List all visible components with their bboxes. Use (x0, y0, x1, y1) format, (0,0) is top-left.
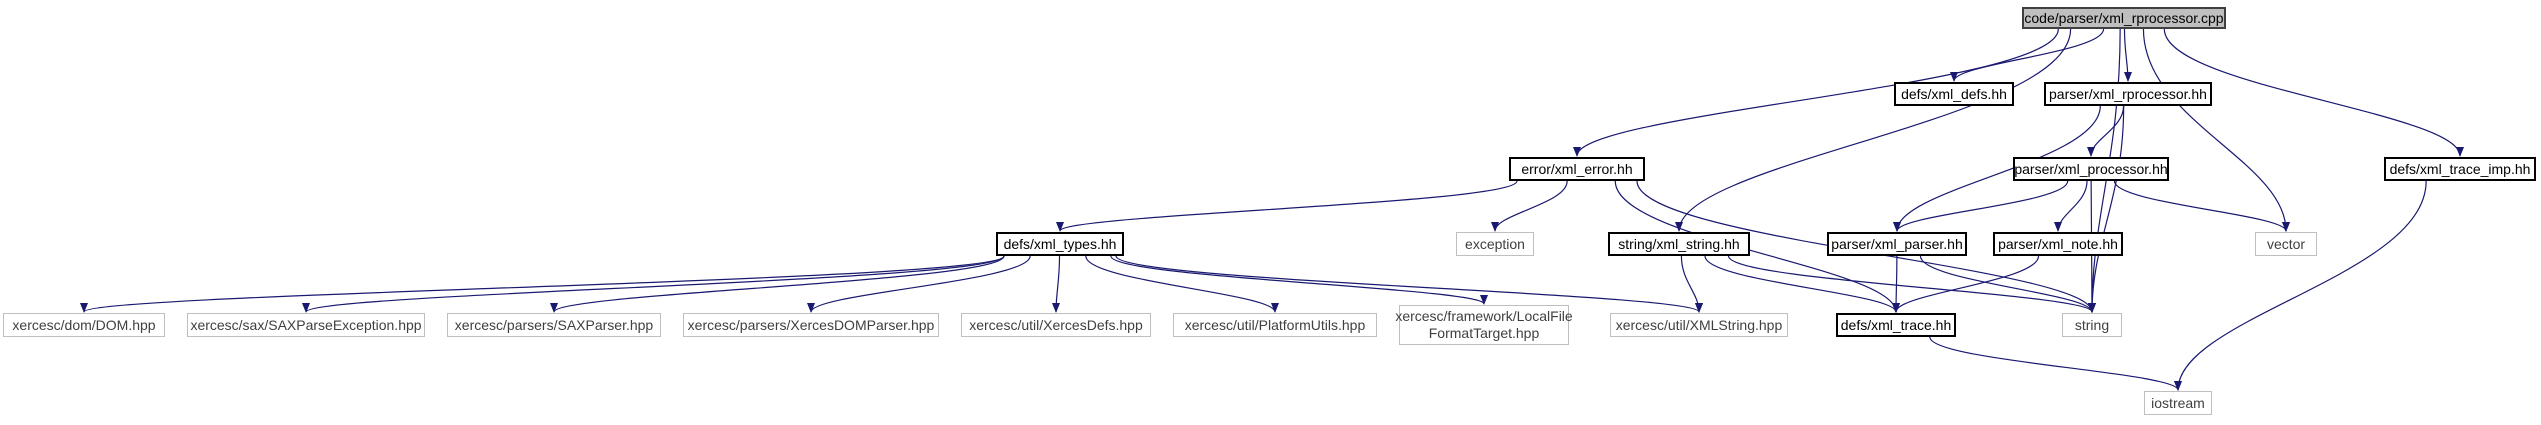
node-parser-xml-parser[interactable]: parser/xml_parser.hh (1827, 232, 1967, 256)
node-exception: exception (1456, 232, 1534, 256)
edge-defs_xml_types-to-platformutils (1085, 255, 1279, 313)
node-xercesc-localfileformattarget: xercesc/framework/LocalFile FormatTarget… (1395, 305, 1573, 345)
edge-root-to-defs_xml_defs (1950, 28, 2105, 82)
node-parser-xml-rprocessor[interactable]: parser/xml_rprocessor.hh (2044, 82, 2212, 106)
edge-error_xml_error-to-defs_xml_types (1056, 180, 1518, 232)
node-xercesc-xercesdefs: xercesc/util/XercesDefs.hpp (961, 313, 1151, 337)
node-iostream: iostream (2144, 391, 2212, 415)
edge-defs_xml_types-to-xercesdefs (1052, 255, 1061, 313)
edge-string_xml_string-to-string (1727, 255, 2096, 313)
node-xercesc-xmlstring: xercesc/util/XMLString.hpp (1610, 313, 1788, 337)
node-defs-xml-trace-imp[interactable]: defs/xml_trace_imp.hh (2384, 157, 2536, 181)
edge-parser_xml_parser-to-string (1919, 255, 2096, 313)
edge-defs_xml_types-to-xmlstring (1115, 255, 1703, 313)
node-vector: vector (2255, 232, 2317, 256)
edge-root-to-error_xml_error (1573, 28, 2059, 157)
edge-defs_xml_types-to-xercesdomparser (807, 255, 1031, 313)
edge-error_xml_error-to-exception (1491, 180, 1568, 232)
node-xercesc-saxparser: xercesc/parsers/SAXParser.hpp (447, 313, 661, 337)
node-defs-xml-defs[interactable]: defs/xml_defs.hh (1894, 82, 2014, 106)
edge-parser_xml_rprocessor-to-string (2088, 105, 2125, 313)
edge-parser_xml_rprocessor-to-parser_xml_processor (2087, 105, 2125, 157)
node-string-xml-string[interactable]: string/xml_string.hh (1608, 232, 1750, 256)
edge-parser_xml_processor-to-parser_xml_parser (1893, 180, 2069, 232)
edge-root-to-string (2088, 28, 2121, 313)
edge-defs_xml_types-to-dom (80, 255, 1005, 313)
node-xercesc-xercesdomparser: xercesc/parsers/XercesDOMParser.hpp (683, 313, 939, 337)
node-error-xml-error[interactable]: error/xml_error.hh (1509, 157, 1645, 181)
node-xercesc-platformutils: xercesc/util/PlatformUtils.hpp (1173, 313, 1377, 337)
edge-defs_xml_trace-to-iostream (1929, 336, 2182, 391)
edge-defs_xml_trace_imp-to-iostream (2174, 180, 2427, 391)
node-root-xml-rprocessor-cpp: code/parser/xml_rprocessor.cpp (2022, 7, 2226, 29)
node-xercesc-saxparseexception: xercesc/sax/SAXParseException.hpp (187, 313, 425, 337)
node-parser-xml-processor[interactable]: parser/xml_processor.hh (2013, 157, 2169, 181)
node-parser-xml-note[interactable]: parser/xml_note.hh (1993, 232, 2123, 256)
edge-parser_xml_note-to-defs_xml_trace (1892, 255, 2040, 313)
edge-string_xml_string-to-defs_xml_trace (1704, 255, 1900, 313)
edge-root-to-string_xml_string (1675, 28, 2072, 232)
edge-parser_xml_processor-to-vector (2113, 180, 2290, 232)
edge-defs_xml_types-to-localfileformattarget (1110, 255, 1488, 305)
edge-root-to-parser_xml_rprocessor (2123, 28, 2132, 82)
edge-parser_xml_rprocessor-to-parser_xml_parser (1893, 105, 2101, 232)
node-string: string (2062, 313, 2122, 337)
edge-defs_xml_types-to-saxparser (550, 255, 1005, 313)
edge-root-to-defs_xml_trace_imp (2163, 28, 2464, 157)
edge-string_xml_string-to-xmlstring (1680, 255, 1703, 313)
edge-parser_xml_processor-to-parser_xml_note (2054, 180, 2088, 232)
node-defs-xml-trace[interactable]: defs/xml_trace.hh (1836, 313, 1956, 337)
edge-defs_xml_types-to-saxparseexception (302, 255, 1005, 313)
edge-error_xml_error-to-defs_xml_trace (1614, 180, 1900, 313)
edge-root-to-vector (2142, 28, 2290, 232)
node-defs-xml-types[interactable]: defs/xml_types.hh (996, 232, 1124, 256)
node-xercesc-dom: xercesc/dom/DOM.hpp (3, 313, 165, 337)
